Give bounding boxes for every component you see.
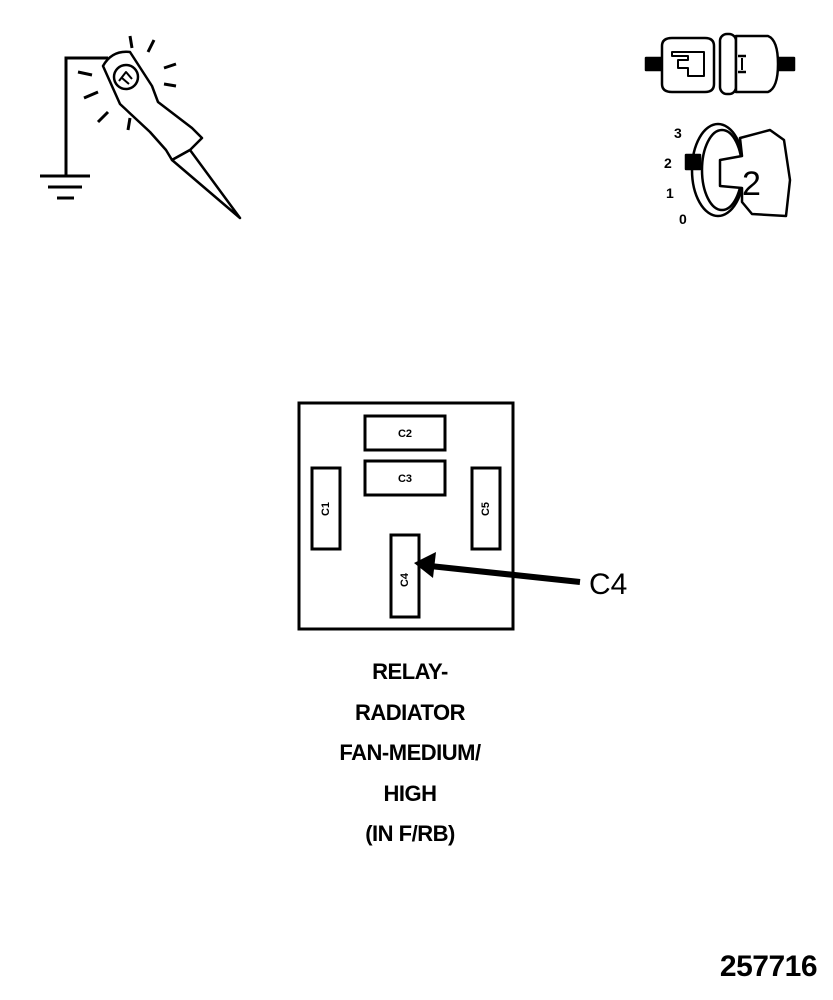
caption-line-5: (IN F/RB) — [365, 821, 455, 846]
cavity-label-c5: C5 — [480, 502, 492, 516]
probe-body — [101, 50, 242, 220]
connector-icon — [644, 32, 796, 96]
relay-cavity-c1 — [310, 466, 342, 551]
key-position-number: 2 — [742, 165, 761, 203]
relay-diagram: C2 C3 C1 C5 C4 C4 — [297, 401, 627, 631]
callout-label: C4 — [589, 568, 627, 601]
cavity-label-c4: C4 — [399, 572, 411, 587]
relay-cavity-c5 — [470, 466, 502, 551]
relay-cavity-c2 — [363, 414, 447, 452]
key-position-3: 3 — [674, 125, 682, 141]
cavity-label-c3: C3 — [398, 473, 412, 485]
relay-cavity-c3 — [363, 459, 447, 497]
figure-number: 257716 — [719, 950, 818, 983]
caption-line-4: HIGH — [383, 780, 438, 806]
key-position-labels: 3 2 1 0 — [664, 125, 687, 227]
cavity-label-c1: C1 — [320, 502, 332, 516]
callout-arrow — [414, 552, 581, 585]
ignition-key-icon: 3 2 1 0 2 — [664, 122, 792, 227]
cavity-label-c2: C2 — [398, 428, 412, 440]
caption-line-1: RELAY- — [372, 659, 448, 684]
relay-cavity-c4 — [389, 533, 421, 619]
relay-caption: RELAY- RADIATOR FAN-MEDIUM/ HIGH (IN F/R… — [260, 652, 560, 855]
ground-symbol-icon — [40, 56, 108, 200]
key-position-2: 2 — [664, 155, 672, 171]
key-position-0: 0 — [679, 211, 687, 227]
caption-line-2: RADIATOR — [354, 699, 466, 725]
light-rays — [77, 35, 177, 131]
caption-line-3: FAN-MEDIUM/ — [339, 740, 481, 765]
key-position-1: 1 — [666, 185, 674, 201]
test-light-probe-icon — [40, 35, 242, 220]
